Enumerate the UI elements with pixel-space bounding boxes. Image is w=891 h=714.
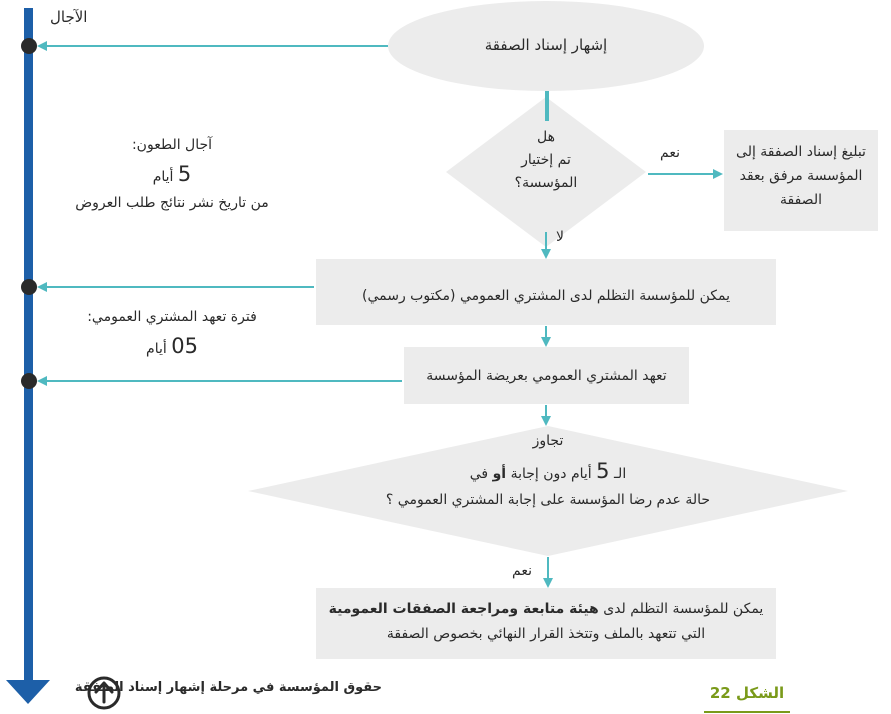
decision2-suffix: في xyxy=(469,465,489,482)
decision2-diamond xyxy=(248,426,848,556)
up-arrow-icon-circle xyxy=(87,676,121,710)
timeline-label: الآجال xyxy=(50,8,88,26)
complaint-text: يمكن للمؤسسة التظلم لدى المشتري العمومي … xyxy=(362,288,730,304)
decision2-text: تجاوز الـ 5 أيام دون إجابة أو في حالة عد… xyxy=(300,430,796,513)
edge-label-yes1: نعم xyxy=(660,145,680,161)
complaint-box xyxy=(316,259,776,325)
final-box xyxy=(316,588,776,659)
notify-box xyxy=(724,130,878,231)
notify-line2: المؤسسة مرفق بعقد xyxy=(739,167,863,184)
appeals-note-unit: أيام xyxy=(152,169,174,186)
announce-text: إشهار إسناد الصفقة xyxy=(484,36,608,54)
decision2-line1: تجاوز xyxy=(532,433,564,449)
appeals-note: آجال الطعون: 5 أيام من تاريخ نشر نتائج ط… xyxy=(52,134,292,215)
decision1-diamond xyxy=(446,97,646,247)
up-arrow-icon xyxy=(94,681,114,704)
notify-text: تبليغ إسناد الصفقة إلى المؤسسة مرفق بعقد… xyxy=(724,141,878,212)
timeline-dot-2 xyxy=(21,279,37,295)
decision2-line3: حالة عدم رضا المؤسسة على إجابة المشتري ا… xyxy=(385,492,711,509)
final-line1-prefix: يمكن للمؤسسة التظلم لدى xyxy=(603,601,764,617)
appeals-note-title: آجال الطعون: xyxy=(131,137,213,153)
final-text: يمكن للمؤسسة التظلم لدى هيئة متابعة ومرا… xyxy=(316,597,776,647)
decision2-prefix: الـ xyxy=(613,465,627,482)
commitment-note-number: 05 xyxy=(171,334,198,359)
decision2-middle: أيام دون إجابة xyxy=(510,465,592,482)
edge-label-no1: لا xyxy=(556,229,564,245)
appeals-note-number: 5 xyxy=(177,162,192,187)
timeline-arrow-head xyxy=(6,680,50,704)
edge-label-yes2: نعم xyxy=(512,563,532,579)
decision1-line1: هل xyxy=(537,129,555,145)
final-line2: التي تتعهد بالملف وتتخذ القرار النهائي ب… xyxy=(386,626,706,643)
commitment-note-title: فترة تعهد المشتري العمومي: xyxy=(87,309,257,325)
commitment-note: فترة تعهد المشتري العمومي: 05 أيام xyxy=(52,306,292,364)
appeals-note-detail: من تاريخ نشر نتائج طلب العروض xyxy=(75,194,269,211)
commitment-note-duration: 05 أيام xyxy=(52,329,292,364)
decision1-line2: تم إختيار xyxy=(521,152,571,169)
decision1-line3: المؤسسة؟ xyxy=(514,175,578,192)
notify-line1: تبليغ إسناد الصفقة إلى xyxy=(736,144,866,160)
decision1-text: هل تم إختيار المؤسسة؟ xyxy=(476,126,616,195)
timeline-dot-3 xyxy=(21,373,37,389)
timeline-bar xyxy=(24,8,33,683)
figure-caption: حقوق المؤسسة في مرحلة إشهار إسناد الصفقة xyxy=(74,680,382,695)
figure-label: الشكل 22 xyxy=(709,684,785,702)
final-line1: يمكن للمؤسسة التظلم لدى هيئة متابعة ومرا… xyxy=(316,597,776,622)
commit-text: تعهد المشتري العمومي بعريضة المؤسسة xyxy=(426,368,667,384)
decision2-line2: الـ 5 أيام دون إجابة أو في xyxy=(300,454,796,490)
commitment-note-unit: أيام xyxy=(146,341,167,358)
announce-ellipse xyxy=(388,1,704,91)
timeline-dot-1 xyxy=(21,38,37,54)
decision2-number: 5 xyxy=(596,458,610,483)
notify-line3: الصفقة xyxy=(780,191,822,208)
commit-box xyxy=(404,347,689,404)
decision2-bold-or: أو xyxy=(492,465,507,482)
appeals-note-duration: 5 أيام xyxy=(52,157,292,192)
final-line1-bold: هيئة متابعة ومراجعة الصفقات العمومية xyxy=(328,601,599,617)
